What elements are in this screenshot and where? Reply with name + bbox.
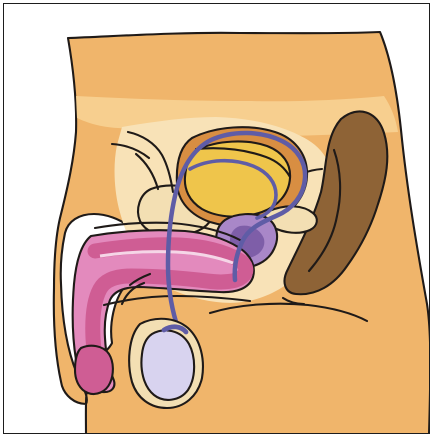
anatomy-illustration — [4, 4, 430, 434]
illustration-frame — [3, 3, 430, 434]
glans — [75, 346, 113, 394]
testis — [141, 330, 194, 399]
